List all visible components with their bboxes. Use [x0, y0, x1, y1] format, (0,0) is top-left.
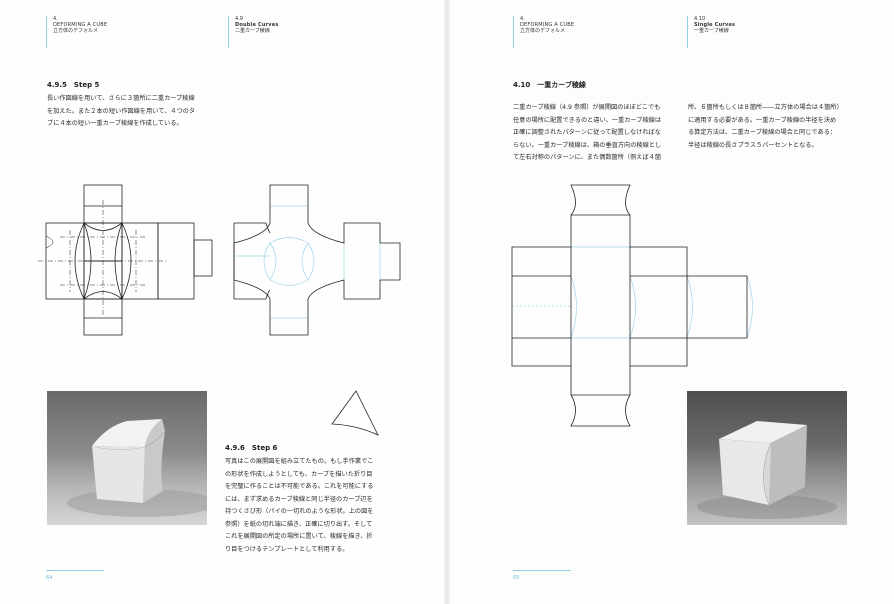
creased-net-diagram — [233, 184, 401, 336]
single-curve-cube-photo — [687, 391, 847, 525]
book-gutter — [444, 0, 450, 604]
header-sub-title-en: Double Curves — [235, 22, 279, 28]
step6-text: 写真はこの展開図を組み立てたもの。もし手作業でこ の形状を作成しようとしても、カ… — [225, 458, 374, 553]
cube-illustration — [67, 419, 207, 517]
step5-text: 長い作図線を用いて、さらに３箇所に二重カーブ稜線 を加えた。また２本の短い作図線… — [47, 95, 196, 127]
header-sub-number: 4.9 — [235, 16, 243, 22]
page-number: 64 — [46, 575, 53, 581]
running-header-subsection: 4.9 Double Curves 二重カーブ稜線 — [228, 16, 408, 48]
step5-net-diagram — [38, 184, 213, 336]
section-text-col1: 二重カーブ稜線（4.9 参照）が展開図のほぼどこでも 任意の場所に配置できるのと… — [513, 104, 662, 161]
header-title-en: DEFORMING A CUBE — [520, 22, 575, 28]
left-page: 4. DEFORMING A CUBE 立方体のデフォルメ 4.9 Double… — [38, 16, 408, 581]
header-number: 4. — [520, 16, 525, 22]
folio-rule — [513, 570, 571, 571]
single-curve-net-diagram — [511, 184, 753, 427]
cube-illustration — [697, 421, 837, 519]
header-sub-number: 4.10 — [694, 16, 706, 22]
running-header-section: 4. DEFORMING A CUBE 立方体のデフォルメ — [46, 16, 222, 48]
step6-title: 4.9.6 Step 6 — [225, 444, 278, 452]
header-sub-title-en: Single Curves — [694, 22, 736, 28]
header-title-jp: 立方体のデフォルメ — [520, 28, 566, 34]
running-header-section: 4. DEFORMING A CUBE 立方体のデフォルメ — [513, 16, 681, 48]
running-header-subsection: 4.10 Single Curves 一重カーブ稜線 — [687, 16, 847, 48]
section-text-col2: 所、６箇所もしくは８箇所――立方体の場合は４箇所） に適用する必要がある。一重カ… — [688, 104, 843, 149]
folio-rule — [46, 570, 104, 571]
header-number: 4. — [53, 16, 58, 22]
wedge-template-diagram — [331, 390, 379, 436]
header-title-en: DEFORMING A CUBE — [53, 22, 108, 28]
step5-title: 4.9.5 Step 5 — [47, 81, 100, 89]
header-sub-title-jp: 二重カーブ稜線 — [235, 28, 270, 34]
page-number: 65 — [513, 575, 520, 581]
assembled-cube-photo — [47, 391, 207, 525]
header-sub-title-jp: 一重カーブ稜線 — [694, 28, 729, 34]
header-title-jp: 立方体のデフォルメ — [53, 28, 99, 34]
section-title: 4.10 一重カーブ稜線 — [513, 81, 586, 89]
right-page: 4. DEFORMING A CUBE 立方体のデフォルメ 4.10 Singl… — [447, 0, 894, 604]
